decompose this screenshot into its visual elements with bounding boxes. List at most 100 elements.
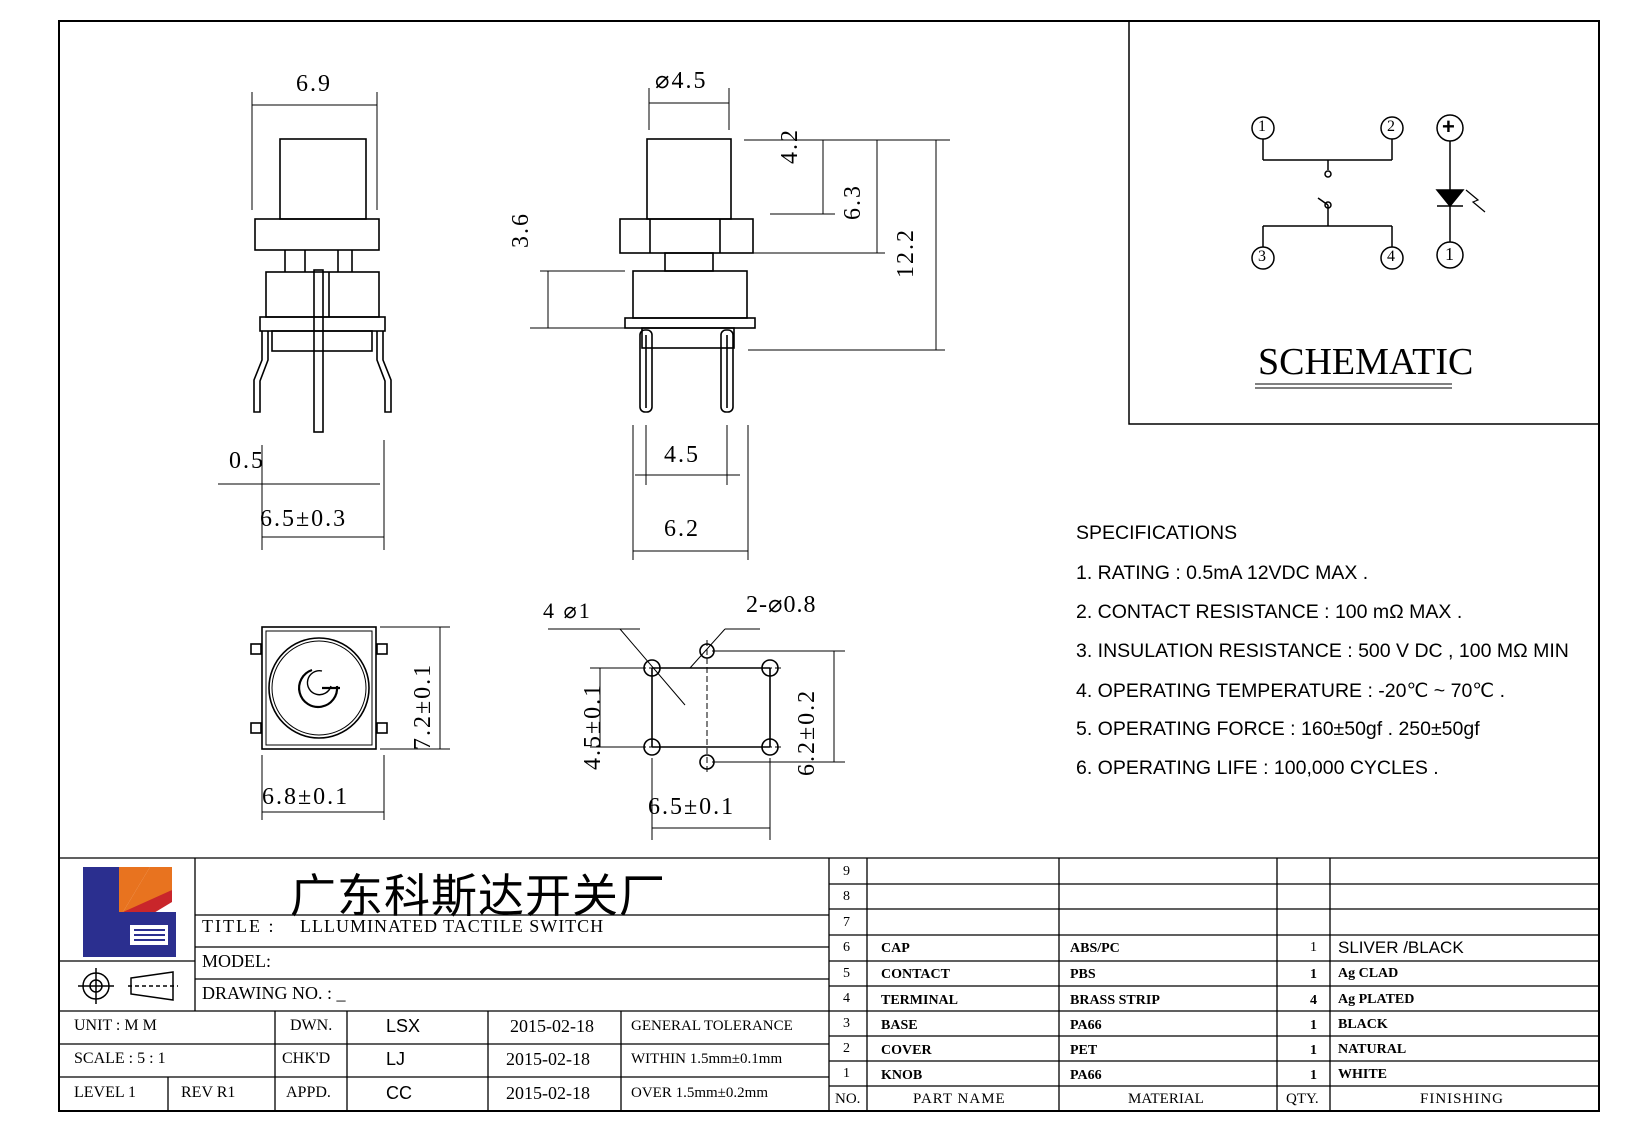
chkd-date: 2015-02-18 [506, 1049, 590, 1069]
schematic-title: SCHEMATIC [1258, 341, 1474, 383]
bom-finishing: SLIVER /BLACK [1338, 938, 1464, 957]
bom-qty: 4 [1310, 993, 1317, 1008]
schematic-pin-3-label: 3 [1258, 248, 1266, 265]
bom-header-no: NO. [835, 1091, 861, 1107]
tolerance-over: OVER 1.5mm±0.2mm [631, 1085, 768, 1101]
dim-front-h2: 6.3 [840, 184, 866, 220]
title-block-grid [59, 857, 1599, 1111]
bom-qty: 1 [1310, 1068, 1317, 1083]
spec-item: 2. CONTACT RESISTANCE : 100 mΩ MAX . [1076, 601, 1463, 623]
bom-material: BRASS STRIP [1070, 993, 1160, 1008]
dwn-date: 2015-02-18 [510, 1016, 594, 1036]
dim-front-left: 3.6 [508, 212, 534, 248]
top-view-dimensions [261, 626, 450, 820]
bom-part: BASE [881, 1018, 918, 1033]
dim-front-h1: 4.2 [777, 128, 803, 164]
company-name: 广东科斯达开关厂 [290, 871, 666, 922]
schematic-symbol [1251, 114, 1486, 389]
schematic-led-pin: 1 [1445, 244, 1454, 264]
projection-symbol [78, 968, 178, 1004]
dwn-label: DWN. [290, 1017, 333, 1034]
bom-qty: 1 [1310, 1043, 1317, 1058]
company-logo [83, 867, 176, 957]
bom-finishing: Ag CLAD [1338, 966, 1399, 981]
appd-value: CC [386, 1083, 412, 1103]
dim-footprint-holes2: 2-⌀0.8 [746, 592, 817, 618]
drawing-no-label: DRAWING NO. : _ [202, 983, 346, 1003]
bom-finishing: Ag PLATED [1338, 992, 1415, 1007]
bom-header-material: MATERIAL [1128, 1091, 1204, 1107]
dwn-value: LSX [386, 1016, 421, 1036]
bom-row-no: 5 [843, 966, 850, 981]
bom-header-finishing: FINISHING [1420, 1091, 1504, 1107]
front-view-dimensions [530, 88, 950, 560]
bom-row-no: 2 [843, 1041, 850, 1056]
dim-front-base: 6.2 [664, 516, 700, 542]
bom-qty: 1 [1310, 940, 1317, 955]
bom-row-no: 6 [843, 940, 850, 955]
general-tolerance: GENERAL TOLERANCE [631, 1018, 793, 1034]
footprint-dimensions [548, 628, 845, 840]
side-view-dimensions [218, 92, 385, 550]
spec-item: 3. INSULATION RESISTANCE : 500 V DC , 10… [1076, 640, 1569, 662]
bom-part: KNOB [881, 1068, 923, 1083]
bom-part: TERMINAL [881, 993, 959, 1008]
dim-front-pin-pitch: 4.5 [664, 442, 700, 468]
model-label: MODEL: [202, 951, 271, 971]
bom-qty: 1 [1310, 967, 1317, 982]
bom-part: COVER [881, 1043, 932, 1058]
spec-item: 4. OPERATING TEMPERATURE : -20℃ ~ 70℃ . [1076, 680, 1506, 702]
dim-side-top-width: 6.9 [296, 71, 332, 97]
bom-row-no: 8 [843, 889, 850, 904]
chkd-label: CHK'D [282, 1050, 331, 1067]
dim-footprint-total-v: 6.2±0.2 [794, 688, 820, 776]
dim-side-base-width: 6.5±0.3 [260, 506, 348, 532]
bom-finishing: BLACK [1338, 1017, 1388, 1032]
dim-footprint-pitch-v: 4.5±0.1 [580, 682, 606, 770]
schematic-led-plus: + [1442, 114, 1455, 139]
bom-header-qty: QTY. [1286, 1091, 1319, 1107]
title-label: TITLE : [202, 916, 276, 936]
title-value: LLLUMINATED TACTILE SWITCH [300, 916, 605, 936]
appd-date: 2015-02-18 [506, 1083, 590, 1103]
dim-front-diameter: ⌀4.5 [655, 68, 708, 94]
appd-label: APPD. [286, 1084, 331, 1101]
dim-footprint-holes4: 4 ⌀1 [543, 598, 592, 623]
bom-material: PBS [1070, 967, 1096, 982]
spec-item: 5. OPERATING FORCE : 160±50gf . 250±50gf [1076, 718, 1480, 740]
dim-front-h3: 12.2 [893, 228, 919, 278]
bom-part: CAP [881, 941, 910, 956]
scale-cell: SCALE : 5 : 1 [74, 1050, 166, 1067]
dim-top-height: 7.2±0.1 [410, 662, 436, 750]
dim-footprint-width: 6.5±0.1 [648, 794, 736, 820]
bom-row-no: 1 [843, 1066, 850, 1081]
bom-material: PA66 [1070, 1018, 1102, 1033]
tolerance-within: WITHIN 1.5mm±0.1mm [631, 1051, 783, 1067]
bom-header-part: PART NAME [913, 1091, 1006, 1107]
spec-item: 1. RATING : 0.5mA 12VDC MAX . [1076, 562, 1369, 584]
schematic-pin-1-label: 1 [1258, 118, 1266, 135]
unit-cell: UNIT : M M [74, 1017, 157, 1034]
spec-item: 6. OPERATING LIFE : 100,000 CYCLES . [1076, 757, 1439, 779]
front-view [619, 138, 756, 413]
bom-row-no: 7 [843, 915, 850, 930]
bom-material: PA66 [1070, 1068, 1102, 1083]
level-cell: LEVEL 1 [74, 1084, 137, 1101]
side-view [253, 138, 392, 433]
bom-finishing: WHITE [1338, 1067, 1388, 1082]
schematic-pin-4-label: 4 [1387, 248, 1395, 265]
schematic-pin-2-label: 2 [1387, 118, 1395, 135]
bom-material: PET [1070, 1043, 1098, 1058]
rev-cell: REV R1 [181, 1084, 236, 1101]
top-view [250, 626, 388, 750]
bom-row-no: 3 [843, 1016, 850, 1031]
bom-row-no: 4 [843, 991, 850, 1006]
bom-material: ABS/PC [1070, 941, 1120, 956]
bom-part: CONTACT [881, 967, 950, 982]
chkd-value: LJ [386, 1049, 406, 1069]
dim-side-pin-width: 0.5 [229, 448, 265, 474]
footprint-view [640, 640, 782, 775]
bom-qty: 1 [1310, 1018, 1317, 1033]
specs-heading: SPECIFICATIONS [1076, 522, 1238, 544]
